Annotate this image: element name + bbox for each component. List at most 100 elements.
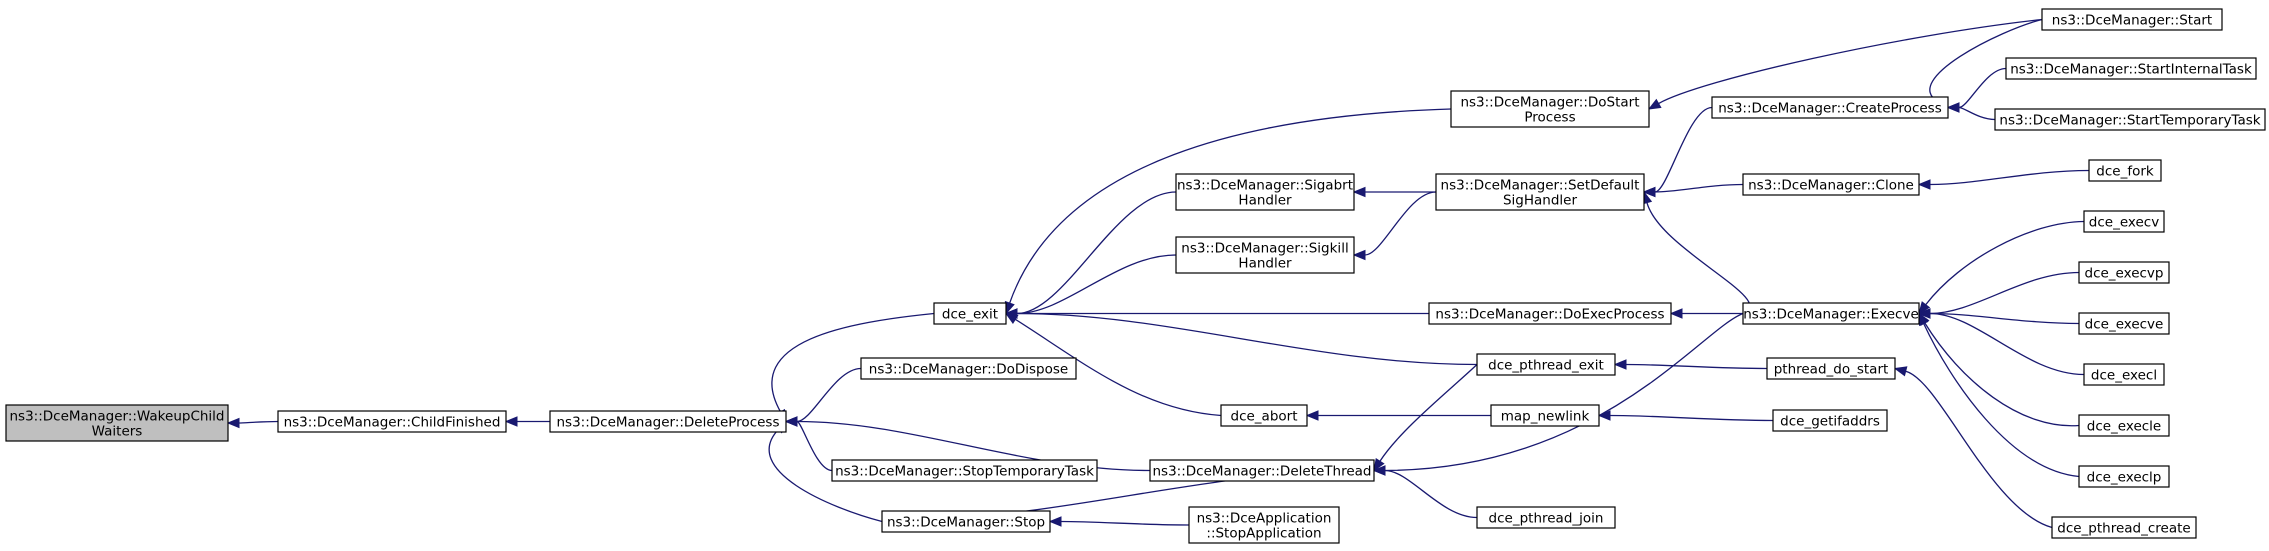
node-box [933,302,1007,325]
node-box [2051,516,2197,539]
arrowhead-icon [1642,186,1656,198]
node-label: Waiters [92,424,143,440]
node-box [1149,459,1375,482]
node-label: dce_execve [2085,317,2164,333]
arrowhead-icon [1946,102,1960,113]
graph-node-dce-exit[interactable]: dce_exit [933,302,1007,325]
node-label: ns3::DceManager::DoDispose [869,362,1068,378]
node-label: ns3::DceManager::DeleteProcess [556,415,779,431]
node-label: ns3::DceManager::ChildFinished [284,415,501,431]
graph-node-dce-pthread-join[interactable]: dce_pthread_join [1476,506,1616,529]
graph-node-starttemporarytask[interactable]: ns3::DceManager::StartTemporaryTask [1994,108,2266,131]
edge-sigabrt-to-dce_exit [1016,191,1177,315]
graph-node-dce-fork[interactable]: dce_fork [2088,159,2162,182]
graph-node-start[interactable]: ns3::DceManager::Start [2041,8,2223,31]
arrowhead-icon [1004,312,1019,325]
arrowhead-icon [784,416,798,427]
arrowhead-icon [1918,301,1931,315]
edge-dce_abort-to-dce_exit [1014,318,1222,417]
edge-pthread_do_start-to-dce_pthread_exit [1625,363,1768,370]
edge-dce_pthread_create-to-pthread_do_start [1905,370,2053,529]
edge-childfinished-to-wakeup [238,420,279,424]
node-box [1476,353,1616,376]
edge-dce_fork-to-clone [1929,169,2090,186]
arrowhead-icon [1613,359,1627,370]
arrowhead-icon [1917,179,1931,190]
node-box [1994,108,2266,131]
graph-node-dce-execle[interactable]: dce_execle [2078,414,2170,437]
edge-dce_execve-to-execve [1929,312,2080,325]
nodes-layer: ns3::DceManager::WakeupChildWaitersns3::… [5,8,2266,544]
graph-node-dce-pthread-exit[interactable]: dce_pthread_exit [1476,353,1616,376]
graph-node-dce-execl[interactable]: dce_execl [2083,363,2165,386]
node-label: dce_abort [1231,409,1298,425]
node-label: SigHandler [1503,193,1577,209]
node-box [549,410,787,433]
edge-startinternaltask-to-createprocess [1958,67,2007,109]
arrowhead-icon [1352,249,1366,261]
node-box [2005,57,2257,80]
node-label: ns3::DceManager::DoExecProcess [1435,307,1664,323]
edge-dodispose-to-deleteprocess [796,367,862,423]
graph-node-dce-abort[interactable]: dce_abort [1220,404,1308,427]
graph-node-clone[interactable]: ns3::DceManager::Clone [1742,173,1920,196]
graph-node-dce-execv[interactable]: dce_execv [2083,210,2165,233]
node-label: ns3::DceManager::WakeupChild [9,409,224,425]
node-box [1220,404,1308,427]
node-box [5,404,229,442]
node-label: dce_execlp [2087,470,2162,486]
arrowhead-icon [1669,308,1683,319]
graph-node-dce-getifaddrs[interactable]: dce_getifaddrs [1772,409,1888,432]
node-box [1175,173,1355,211]
node-label: ns3::DceManager::Clone [1748,178,1914,194]
graph-node-dodispose[interactable]: ns3::DceManager::DoDispose [860,357,1077,380]
graph-node-map-newlink[interactable]: map_newlink [1490,404,1600,427]
node-label: dce_pthread_join [1489,511,1604,527]
graph-node-execve[interactable]: ns3::DceManager::Execve [1742,302,1920,325]
graph-node-doexecprocess[interactable]: ns3::DceManager::DoExecProcess [1428,302,1672,325]
node-label: dce_getifaddrs [1780,414,1880,430]
arrowhead-icon [1305,410,1319,421]
arrowhead-icon [1917,308,1931,319]
node-box [1772,409,1888,432]
graph-node-dce-pthread-create[interactable]: dce_pthread_create [2051,516,2197,539]
graph-node-dce-execlp[interactable]: dce_execlp [2078,465,2170,488]
node-label: ns3::DceManager::StopTemporaryTask [835,464,1094,480]
graph-node-createprocess[interactable]: ns3::DceManager::CreateProcess [1711,96,1949,119]
graph-node-childfinished[interactable]: ns3::DceManager::ChildFinished [277,410,507,433]
node-label: ns3::DceManager::DeleteThread [1153,464,1372,480]
graph-node-stopapplication[interactable]: ns3::DceApplication::StopApplication [1188,506,1340,544]
node-box [2078,261,2170,284]
graph-node-dce-execvp[interactable]: dce_execvp [2078,261,2170,284]
node-label: ns3::DceManager::Execve [1743,307,1919,323]
graph-node-deletethread[interactable]: ns3::DceManager::DeleteThread [1149,459,1375,482]
node-label: dce_execle [2087,419,2161,435]
graph-node-dce-execve[interactable]: dce_execve [2078,312,2170,335]
graph-node-startinternaltask[interactable]: ns3::DceManager::StartInternalTask [2005,57,2257,80]
edge-dce_execv-to-execve [1925,220,2085,306]
edge-dce_pthread_join-to-deletethread [1384,469,1478,519]
edge-execve-to-deletethread [1384,312,1744,472]
edge-stopapplication-to-stop [1060,520,1190,526]
node-label: ns3::DceManager::Start [2052,13,2212,29]
graph-node-pthread-do-start[interactable]: pthread_do_start [1766,357,1896,380]
node-label: ::StopApplication [1206,526,1321,542]
node-label: dce_fork [2096,164,2154,180]
edge-sigkill-to-dce_exit [1016,254,1177,315]
node-box [2078,414,2170,437]
edge-start-to-createprocess [1929,18,2043,103]
node-box [860,357,1077,380]
node-box [881,510,1051,533]
graph-node-stoptemporarytask[interactable]: ns3::DceManager::StopTemporaryTask [831,459,1098,482]
arrowhead-icon [1352,186,1366,198]
graph-node-stop[interactable]: ns3::DceManager::Stop [881,510,1051,533]
node-box [2088,159,2162,182]
edge-dostartprocess-to-dce_exit [1009,108,1452,304]
graph-node-deleteprocess[interactable]: ns3::DceManager::DeleteProcess [549,410,787,433]
